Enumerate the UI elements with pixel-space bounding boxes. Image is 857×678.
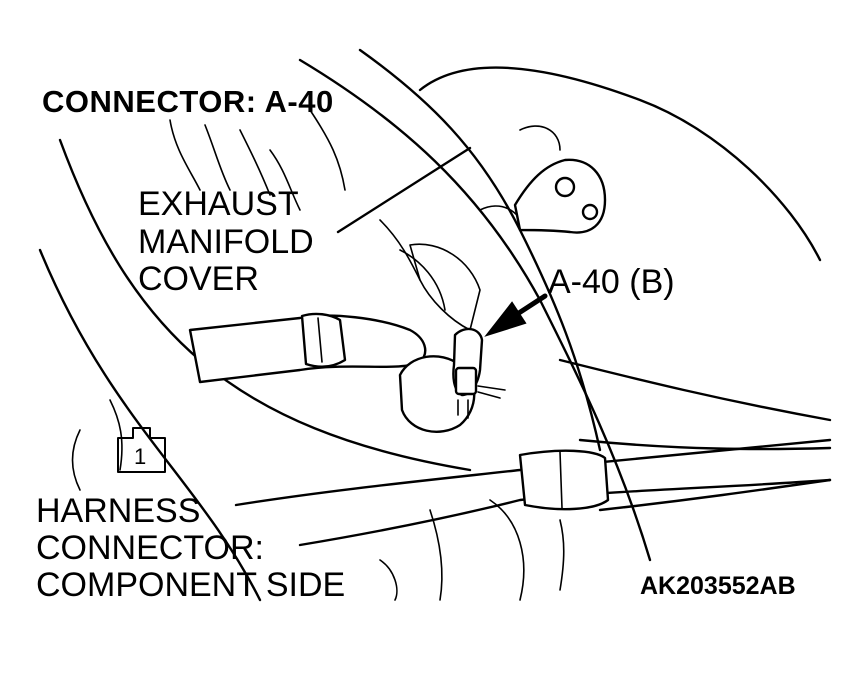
connector-reference-label: A-40 (B) — [548, 263, 675, 301]
exhaust-label-line1: EXHAUST — [138, 185, 299, 223]
harness-label-line3: COMPONENT SIDE — [36, 566, 346, 604]
diagram-title: CONNECTOR: A-40 — [42, 84, 334, 119]
coolant-hose — [188, 312, 427, 384]
figure-id: AK203552AB — [640, 572, 796, 600]
connector-a40-part — [452, 327, 506, 419]
engine-contours — [38, 48, 832, 602]
exhaust-label-line2: MANIFOLD — [138, 223, 314, 261]
pointer-arrow-icon — [484, 293, 548, 337]
mounting-bracket — [513, 158, 607, 234]
exhaust-leader-line — [336, 146, 472, 234]
harness-label-line1: HARNESS — [36, 492, 201, 530]
connector-face-icon — [117, 427, 166, 473]
wire-harness — [234, 438, 832, 547]
harness-label-line2: CONNECTOR: — [36, 529, 264, 567]
exhaust-label-line3: COVER — [138, 260, 259, 298]
pin-number-label: 1 — [134, 444, 147, 469]
